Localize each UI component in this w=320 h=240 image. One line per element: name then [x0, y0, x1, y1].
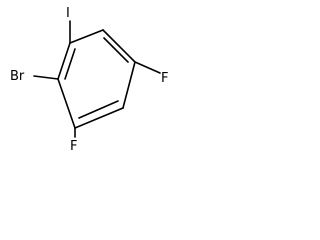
bond-c3-c4 [122, 61, 136, 109]
bond-c3-fluorine [134, 61, 161, 74]
bond-c4-c5-inner [78, 100, 119, 119]
atom-label-iodine: I [66, 6, 70, 21]
bond-c6-c1-inner [64, 48, 76, 80]
atom-label-bromine: Br [10, 69, 25, 84]
bond-c6-bromine [33, 75, 59, 80]
bond-c5-c6 [57, 78, 76, 129]
bond-c1-c2 [69, 29, 104, 44]
bond-c6-c1 [57, 42, 71, 80]
structure-diagram: I Br F F [0, 0, 181, 154]
molecule-canvas: I Br F F [10, 6, 168, 154]
bond-c2-c3-inner [103, 37, 129, 63]
bond-c4-c5 [74, 107, 124, 129]
atom-label-fluorine-right: F [161, 71, 168, 86]
bond-c2-c3 [102, 29, 136, 63]
atom-label-fluorine-bottom: F [70, 139, 77, 154]
